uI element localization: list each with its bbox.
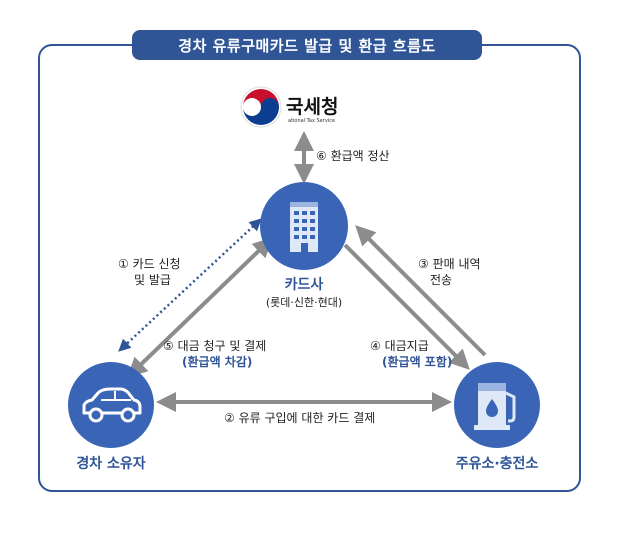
step-5-label-line1: ⑤ 대금 청구 및 결제 [163,339,267,353]
fuel-pump-icon [474,383,516,430]
step-5-label-line2: (환급액 차감) [182,355,253,369]
nts-name: 국세청 [286,96,339,118]
step-3-label-line2: 전송 [430,273,453,287]
step-1-label-line2: 및 발급 [134,273,171,287]
arrow-billing [127,237,273,378]
step-4-label-line1: ④ 대금지급 [370,339,429,353]
gas-station-name: 주유소·충전소 [455,456,539,472]
step-1-label-line1: ① 카드 신청 [118,257,181,271]
step-3-label-line1: ③ 판매 내역 [418,257,481,271]
card-company-circle [260,182,348,270]
building-icon [290,202,318,252]
arrow-payment [343,243,470,370]
gas-station-circle [454,362,540,448]
car-owner-name: 경차 소유자 [76,456,146,472]
nts-logo-icon [240,86,282,128]
car-owner-circle [68,362,154,448]
diagram-title: 경차 유류구매카드 발급 및 환급 흐름도 [132,30,482,60]
car-icon [82,387,142,423]
step-2-label: ② 유류 구입에 대한 카드 결제 [224,411,376,425]
nts-subtitle: ational Tax Service [288,118,336,124]
step-4-label-line2: (환급액 포함) [382,355,453,369]
card-company-members: (롯데·신한·현대) [265,296,343,309]
arrow-sales-data [355,225,487,357]
card-company-name: 카드사 [284,277,324,293]
step-6-label: ⑥ 환급액 정산 [316,149,390,163]
